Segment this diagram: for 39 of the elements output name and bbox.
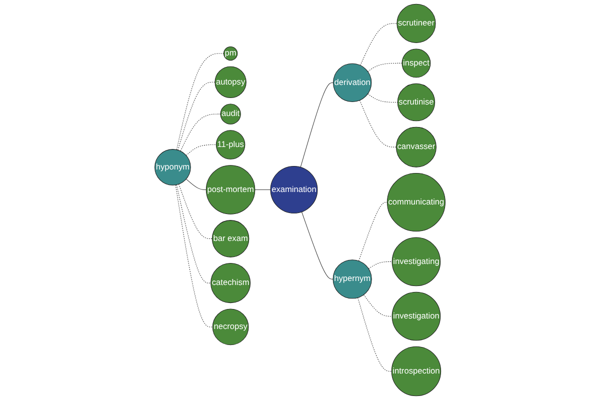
connector bbox=[360, 23, 398, 66]
connector bbox=[180, 114, 221, 152]
connector bbox=[178, 184, 212, 239]
connector bbox=[363, 294, 392, 316]
connector bbox=[186, 144, 216, 156]
connector bbox=[359, 100, 396, 148]
node-circle: inspect bbox=[402, 48, 431, 78]
node-circle: communicating bbox=[386, 173, 446, 232]
node-circle: catechism bbox=[210, 263, 251, 304]
connector bbox=[176, 184, 212, 284]
node-circle: hypernym bbox=[332, 260, 372, 299]
node-circle: 11-plus bbox=[216, 130, 246, 160]
connector bbox=[254, 189, 271, 190]
connector bbox=[368, 261, 392, 269]
connector bbox=[176, 53, 224, 150]
node-circle: derivation bbox=[333, 63, 372, 102]
connector bbox=[301, 212, 334, 280]
connector bbox=[186, 178, 206, 190]
node-circle: pm bbox=[223, 46, 238, 61]
connector bbox=[358, 202, 388, 262]
node-circle: scrutinise bbox=[397, 83, 436, 122]
node-circle: autopsy bbox=[214, 66, 246, 98]
connector bbox=[300, 82, 334, 168]
node-circle: canvasser bbox=[396, 126, 436, 168]
node-circle: post-mortem bbox=[206, 165, 256, 214]
node-circle: examination bbox=[270, 166, 318, 214]
node-circle: introspection bbox=[391, 346, 442, 396]
connector bbox=[178, 82, 216, 150]
node-circle: scrutineer bbox=[396, 4, 436, 43]
node-circle: necropsy bbox=[212, 308, 249, 346]
connector bbox=[175, 184, 213, 328]
node-circle: investigating bbox=[392, 237, 441, 286]
connector bbox=[368, 62, 402, 72]
node-circle: hyponym bbox=[154, 149, 191, 186]
node-circle: investigation bbox=[392, 292, 441, 341]
connector bbox=[358, 297, 392, 372]
node-circle: audit bbox=[220, 104, 241, 124]
connector bbox=[368, 94, 398, 102]
node-circle: bar exam bbox=[212, 220, 250, 258]
